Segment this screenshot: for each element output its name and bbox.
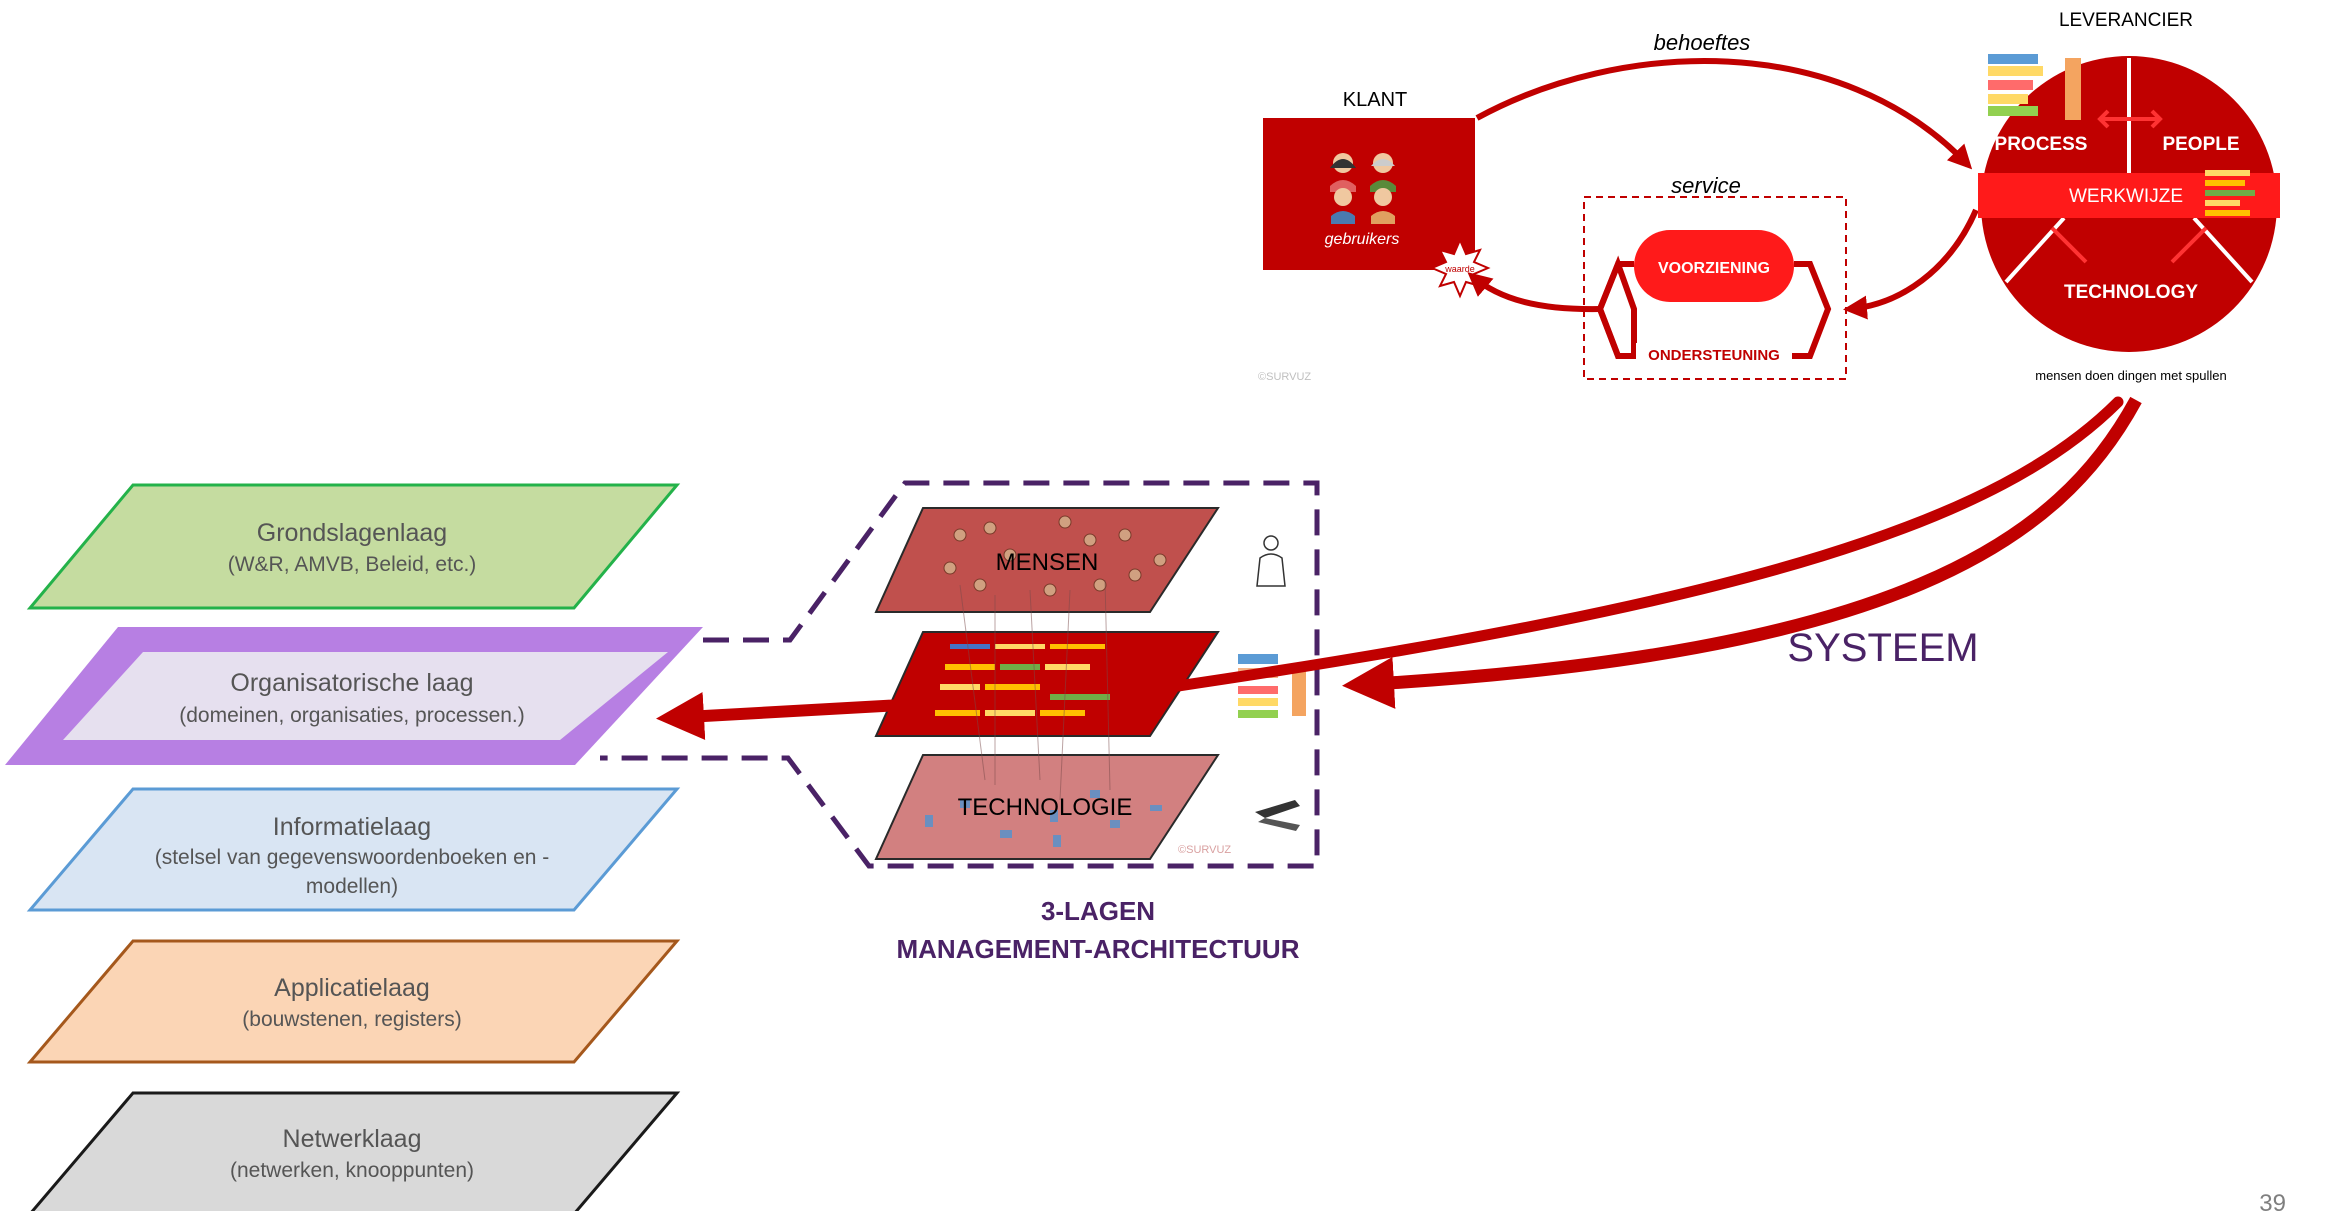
layer-netwerk: Netwerklaag (netwerken, knooppunten) <box>30 1091 681 1211</box>
layer-title: Organisatorische laag <box>230 669 473 697</box>
process-bars <box>935 644 1110 716</box>
technology-label: TECHNOLOGY <box>2064 282 2198 303</box>
layer-organisatorisch: Organisatorische laag (domeinen, organis… <box>5 627 703 765</box>
tagline: mensen doen dingen met spullen <box>2035 368 2227 383</box>
layer-subtitle: (domeinen, organisaties, processen.) <box>179 704 525 727</box>
systeem-connectors: SYSTEEM <box>656 396 2142 740</box>
ondersteuning-label: ONDERSTEUNING <box>1648 347 1780 364</box>
architecture-to-organisatorisch-arrow <box>656 692 903 740</box>
technologie-plane: TECHNOLOGIE ©SURVUZ <box>874 754 1300 860</box>
werkwijze-bars-thumbnail <box>2205 170 2255 216</box>
architecture-caption-line1: 3-LAGEN <box>1041 896 1155 926</box>
systeem-arrow-to-process-layer <box>1172 396 2124 692</box>
layer-shape <box>30 1091 681 1211</box>
layer-title: Grondslagenlaag <box>257 519 447 547</box>
double-arrow-icons <box>2050 109 2208 264</box>
layer-subtitle: (stelsel van gegevenswoordenboeken en - <box>155 846 550 869</box>
mensen-plane: MENSEN <box>874 507 1286 613</box>
technologie-copyright: ©SURVUZ <box>1178 844 1231 856</box>
process-chart-thumbnail <box>1988 54 2081 120</box>
werkwijze-label: WERKWIJZE <box>2069 186 2183 207</box>
layer-subtitle-2: modellen) <box>306 875 398 898</box>
behoeftes-arrow <box>1475 58 1973 170</box>
layer-subtitle: (W&R, AMVB, Beleid, etc.) <box>228 553 477 576</box>
people-icons <box>943 515 1167 597</box>
voorziening-pill <box>1634 230 1794 302</box>
architecture-caption-line2: MANAGEMENT-ARCHITECTUUR <box>897 934 1300 964</box>
layer-stack: Grondslagenlaag (W&R, AMVB, Beleid, etc.… <box>5 483 703 1211</box>
mensen-label: MENSEN <box>996 549 1099 576</box>
delivery-arrow <box>1843 208 1979 320</box>
tool-icon <box>1255 800 1300 831</box>
layer-shape <box>26 939 681 1064</box>
layer-grondslagen: Grondslagenlaag (W&R, AMVB, Beleid, etc.… <box>26 483 681 610</box>
process-plane <box>874 631 1306 737</box>
layer-shape <box>26 787 681 912</box>
service-dashed-box <box>1583 196 1847 380</box>
service-model: KLANT gebruikers waarde ©SURVUZ behoefte… <box>1258 10 2280 383</box>
klant-label: KLANT <box>1343 89 1407 111</box>
layer-shape <box>63 652 668 740</box>
people-label: PEOPLE <box>2162 134 2239 155</box>
layer-informatie: Informatielaag (stelsel van gegevenswoor… <box>26 787 681 912</box>
management-architecture: MENSEN <box>600 480 1320 964</box>
gebruikers-label: gebruikers <box>1325 231 1400 248</box>
layer-title: Netwerklaag <box>283 1125 422 1153</box>
klant-copyright: ©SURVUZ <box>1258 371 1311 383</box>
layer-title: Informatielaag <box>273 813 431 841</box>
page-number: 39 <box>2259 1190 2286 1211</box>
process-label: PROCESS <box>1995 134 2088 155</box>
systeem-arrow-to-architecture <box>1342 396 2142 709</box>
ondersteuning-frame <box>1596 255 1637 359</box>
callout-dashed-outline <box>600 480 1320 869</box>
systeem-label: SYSTEEM <box>1787 626 1978 670</box>
voorziening-label: VOORZIENING <box>1658 260 1770 277</box>
behoeftes-label: behoeftes <box>1654 30 1751 55</box>
waarde-label: waarde <box>1444 264 1475 274</box>
layer-applicatie: Applicatielaag (bouwstenen, registers) <box>26 939 681 1064</box>
layer-shape <box>26 483 681 610</box>
klant-box: gebruikers <box>1263 118 1475 270</box>
leverancier-label: LEVERANCIER <box>2059 10 2193 31</box>
plane-shape <box>874 631 1220 737</box>
plane-connectors <box>959 579 1111 801</box>
ondersteuning-label-bg <box>1636 343 1792 365</box>
layer-subtitle: (netwerken, knooppunten) <box>230 1159 474 1182</box>
leverancier-circle: WERKWIJZE PROCESS PEOPLE TECHNOLOGY <box>1978 56 2280 352</box>
layer-subtitle: (bouwstenen, registers) <box>242 1008 461 1031</box>
device-icons <box>925 790 1162 847</box>
person-icon <box>1256 535 1286 587</box>
service-return-arrow <box>1467 272 1601 313</box>
plane-shape <box>874 754 1220 860</box>
service-label: service <box>1671 173 1741 198</box>
technologie-label: TECHNOLOGIE <box>958 794 1133 821</box>
layer-title: Applicatielaag <box>274 974 430 1002</box>
users-icon <box>1330 153 1396 224</box>
